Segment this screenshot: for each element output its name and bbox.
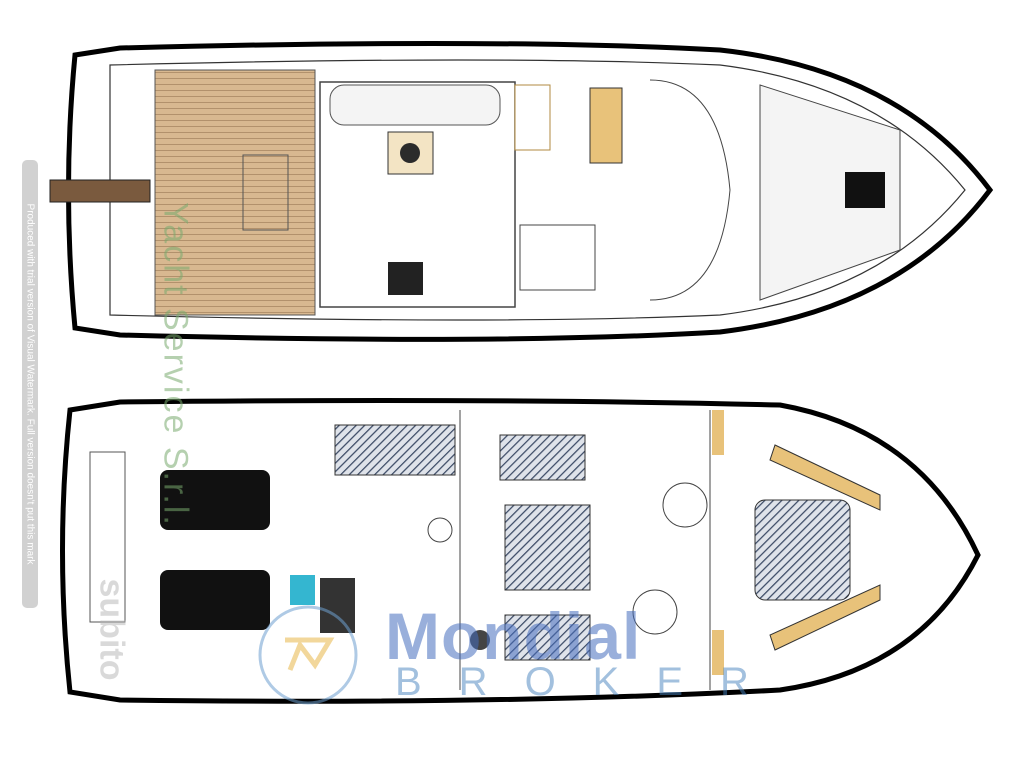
mondial-watermark: Mondial [385,599,642,673]
mondial-broker-logo [258,605,358,705]
swim-ladder [49,179,151,203]
trial-watermark-notice: Produced with trial version of Visual Wa… [22,160,38,608]
subito-watermark: subito [92,578,131,681]
trial-watermark-text: Produced with trial version of Visual Wa… [24,203,36,565]
broker-watermark: BROKER [395,660,786,704]
main-deck-view [49,40,994,342]
engine-starboard [160,470,270,530]
engine-port [160,570,355,633]
lower-deck-view [60,398,981,704]
yacht-service-watermark: Yacht Service S.r.l. [156,202,195,527]
